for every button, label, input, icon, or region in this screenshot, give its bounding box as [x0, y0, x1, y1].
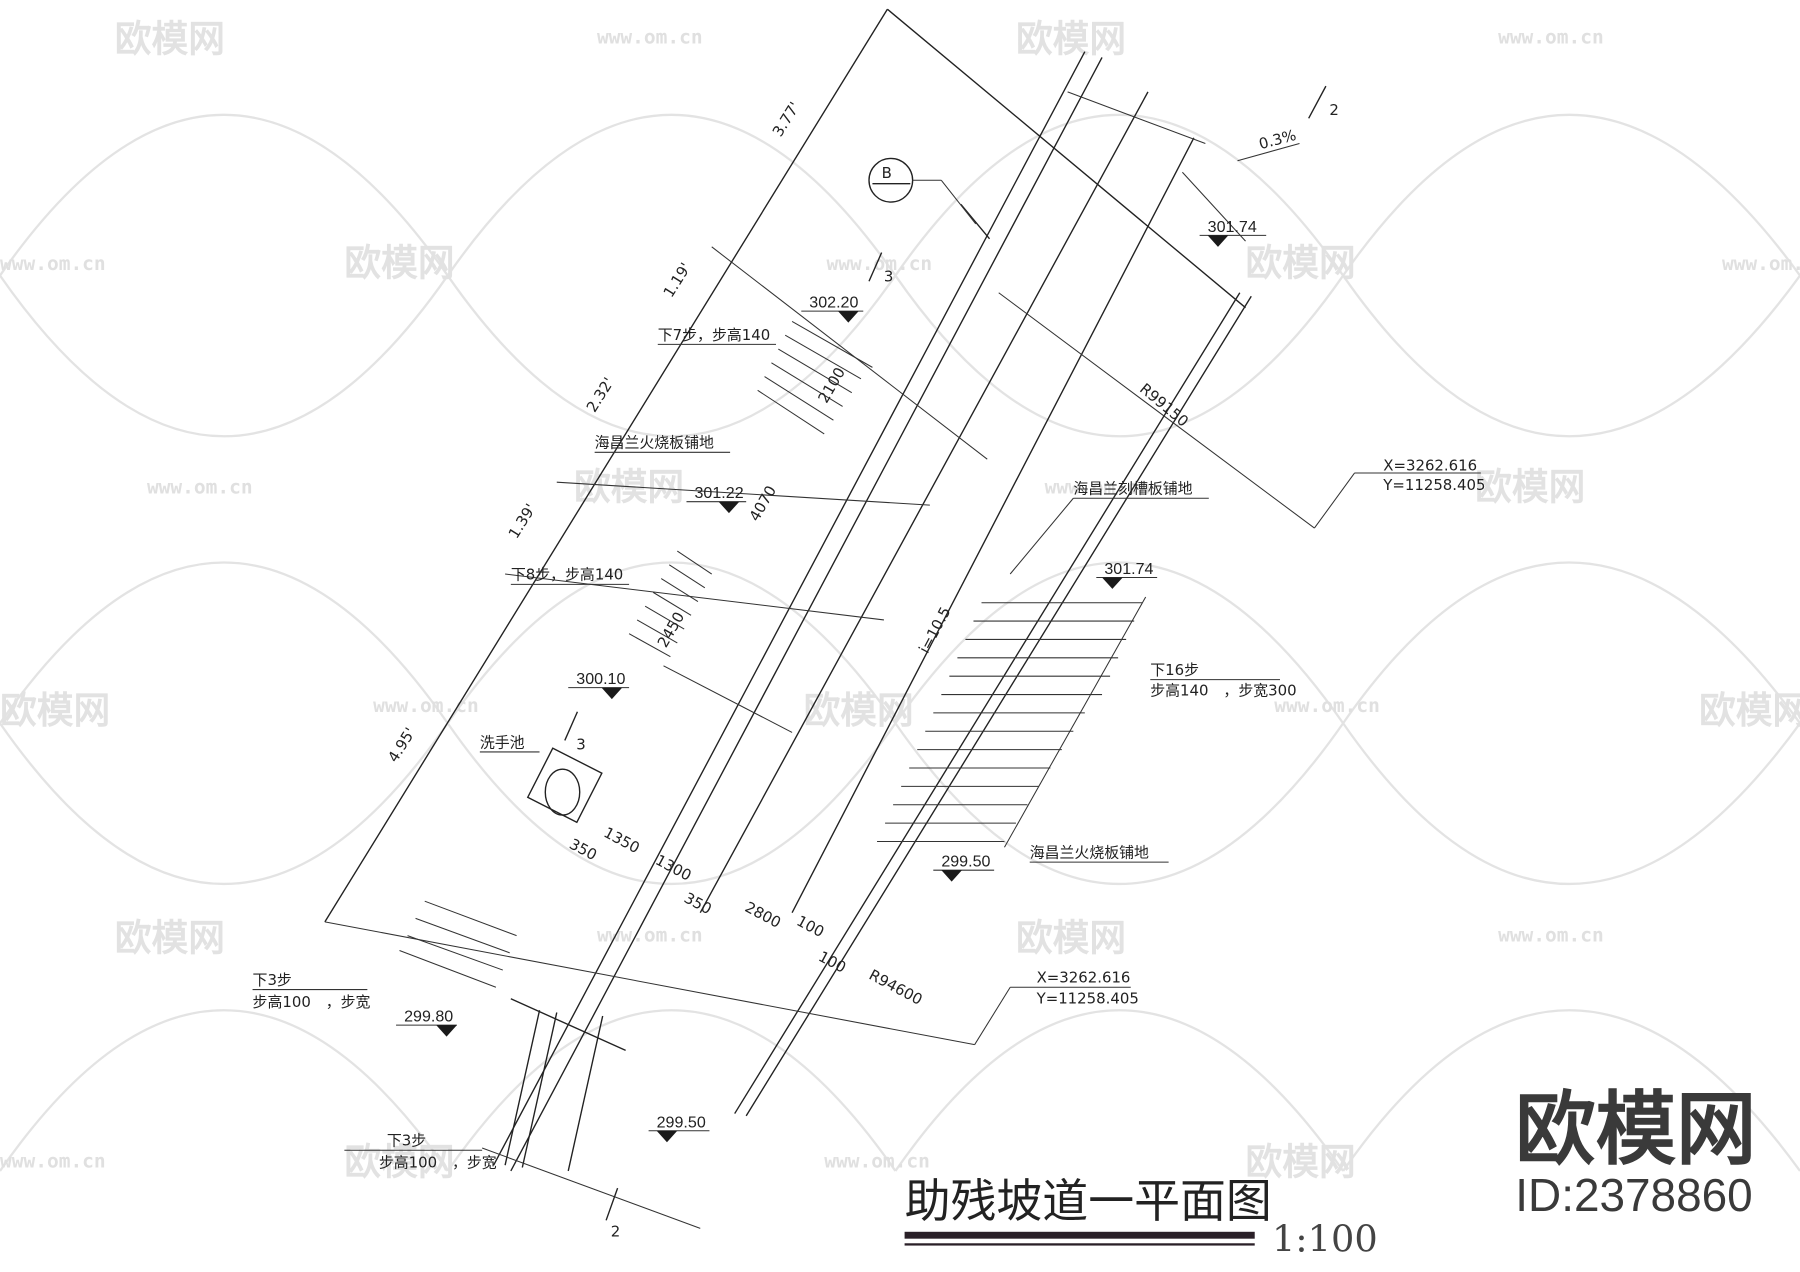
- svg-text:欧模网: 欧模网: [1016, 18, 1126, 61]
- svg-text:350: 350: [681, 889, 715, 918]
- svg-text:欧模网: 欧模网: [344, 242, 454, 285]
- svg-text:300.10: 300.10: [576, 670, 625, 688]
- elevation-markers: 301.74 302.20 301.22 300.10 301.74 299.5…: [396, 218, 1267, 1143]
- svg-text:2: 2: [611, 1222, 620, 1240]
- svg-text:www.om.cn: www.om.cn: [373, 694, 479, 717]
- svg-text:301.74: 301.74: [1208, 218, 1257, 236]
- svg-text:下3步: 下3步: [387, 1132, 426, 1150]
- svg-text:www.om.cn: www.om.cn: [1274, 694, 1380, 717]
- svg-text:R94600: R94600: [866, 966, 925, 1009]
- svg-text:B: B: [882, 164, 892, 182]
- svg-text:步高140 ，步宽300: 步高140 ，步宽300: [1150, 682, 1296, 700]
- svg-text:欧模网: 欧模网: [1246, 1140, 1356, 1183]
- svg-text:4070: 4070: [746, 482, 781, 524]
- svg-text:欧模网: 欧模网: [804, 689, 914, 732]
- svg-text:海昌兰火烧板铺地: 海昌兰火烧板铺地: [595, 434, 714, 452]
- svg-text:1300: 1300: [652, 851, 694, 885]
- title-block: 助残坡道一平面图 1:100: [904, 1174, 1378, 1260]
- elevation-301-74-top: 301.74: [1199, 218, 1267, 247]
- section-marks: 2 3 3 2: [564, 85, 1339, 1240]
- elevation-301-74-right: 301.74: [1096, 560, 1158, 589]
- svg-text:欧模网: 欧模网: [115, 917, 225, 960]
- svg-text:4.95': 4.95': [384, 724, 419, 765]
- svg-text:2.32': 2.32': [583, 374, 618, 415]
- elevation-302-20: 302.20: [801, 294, 864, 323]
- svg-text:www.om.cn: www.om.cn: [824, 1150, 930, 1173]
- svg-text:下8步，步高140: 下8步，步高140: [511, 566, 623, 584]
- svg-text:1.39': 1.39': [505, 501, 540, 542]
- elevation-301-22: 301.22: [686, 484, 747, 514]
- svg-text:1350: 1350: [601, 823, 643, 857]
- svg-text:助残坡道一平面图: 助残坡道一平面图: [905, 1174, 1272, 1228]
- svg-text:2450: 2450: [654, 609, 689, 651]
- elevation-299-50-right: 299.50: [933, 853, 995, 882]
- svg-text:299.80: 299.80: [404, 1008, 453, 1026]
- svg-text:0.3%: 0.3%: [1257, 126, 1298, 153]
- svg-text:100: 100: [794, 912, 828, 941]
- svg-text:2: 2: [1329, 101, 1338, 119]
- svg-text:下7步，步高140: 下7步，步高140: [658, 326, 770, 344]
- svg-text:欧模网: 欧模网: [1699, 689, 1800, 732]
- elevation-299-50-bottom: 299.50: [648, 1113, 710, 1143]
- svg-text:www.om.cn: www.om.cn: [827, 252, 933, 275]
- svg-text:3: 3: [884, 267, 893, 285]
- svg-text:欧模网: 欧模网: [115, 18, 225, 61]
- watermark-pattern: 欧模网 欧模网 欧模网 欧模网 欧模网 欧模网 欧模网 欧模网 欧模网 欧模网 …: [0, 18, 1800, 1183]
- svg-text:2800: 2800: [742, 898, 784, 932]
- svg-text:步高100 ，步宽: 步高100 ，步宽: [379, 1154, 497, 1172]
- svg-text:欧模网: 欧模网: [1246, 242, 1356, 285]
- coordinate-labels: X=3262.616 Y=11258.405 X=3262.616 Y=1125…: [974, 457, 1486, 1045]
- svg-text:www.om.cn: www.om.cn: [1722, 252, 1800, 275]
- notes: 下7步，步高140 下8步，步高140 海昌兰火烧板铺地 海昌兰刻槽板铺地 海昌…: [252, 326, 1297, 1172]
- svg-text:www.om.cn: www.om.cn: [0, 1150, 106, 1173]
- svg-text:X=3262.616: X=3262.616: [1037, 969, 1131, 987]
- elevation-299-80: 299.80: [396, 1008, 457, 1037]
- svg-text:100: 100: [815, 947, 849, 976]
- elevation-300-10: 300.10: [568, 670, 630, 700]
- svg-text:2100: 2100: [814, 364, 849, 406]
- svg-text:1:100: 1:100: [1272, 1217, 1378, 1260]
- brand-block: 欧模网 ID:2378860: [1515, 1082, 1756, 1221]
- svg-text:X=3262.616: X=3262.616: [1383, 457, 1477, 475]
- svg-text:欧模网: 欧模网: [1515, 1082, 1756, 1176]
- svg-text:299.50: 299.50: [657, 1113, 706, 1131]
- svg-text:301.74: 301.74: [1104, 560, 1153, 578]
- grid-marker-b: B: [868, 157, 977, 225]
- svg-text:3: 3: [576, 736, 585, 754]
- ramp-geometry: [324, 8, 1481, 1229]
- svg-text:步高100 ，步宽: 步高100 ，步宽: [253, 993, 371, 1011]
- svg-text:欧模网: 欧模网: [344, 1140, 454, 1183]
- svg-text:海昌兰刻槽板铺地: 海昌兰刻槽板铺地: [1073, 480, 1192, 498]
- svg-text:欧模网: 欧模网: [0, 689, 110, 732]
- svg-text:301.22: 301.22: [695, 484, 744, 502]
- svg-text:i=10.5: i=10.5: [915, 604, 954, 656]
- svg-text:www.om.cn: www.om.cn: [0, 252, 106, 275]
- svg-text:www.om.cn: www.om.cn: [1498, 26, 1604, 49]
- svg-text:3.77': 3.77': [769, 99, 804, 140]
- svg-text:下16步: 下16步: [1150, 661, 1199, 679]
- svg-text:欧模网: 欧模网: [1016, 917, 1126, 960]
- svg-text:ID:2378860: ID:2378860: [1515, 1169, 1752, 1221]
- svg-text:海昌兰火烧板铺地: 海昌兰火烧板铺地: [1030, 844, 1149, 862]
- svg-text:www.om.cn: www.om.cn: [597, 923, 703, 946]
- svg-text:Y=11258.405: Y=11258.405: [1036, 989, 1139, 1007]
- svg-text:www.om.cn: www.om.cn: [1498, 923, 1604, 946]
- svg-text:洗手池: 洗手池: [480, 733, 525, 751]
- svg-text:下3步: 下3步: [253, 971, 292, 989]
- svg-text:www.om.cn: www.om.cn: [597, 26, 703, 49]
- svg-text:1.19': 1.19': [660, 259, 695, 300]
- svg-text:299.50: 299.50: [941, 853, 990, 871]
- svg-text:Y=11258.405: Y=11258.405: [1382, 476, 1485, 494]
- svg-text:www.om.cn: www.om.cn: [147, 476, 253, 499]
- dimensions: 3.77' 1.19' 2.32' 1.39' 4.95' 0.3% i=10.…: [384, 99, 1300, 1009]
- svg-text:欧模网: 欧模网: [1475, 465, 1585, 508]
- svg-text:302.20: 302.20: [809, 294, 858, 312]
